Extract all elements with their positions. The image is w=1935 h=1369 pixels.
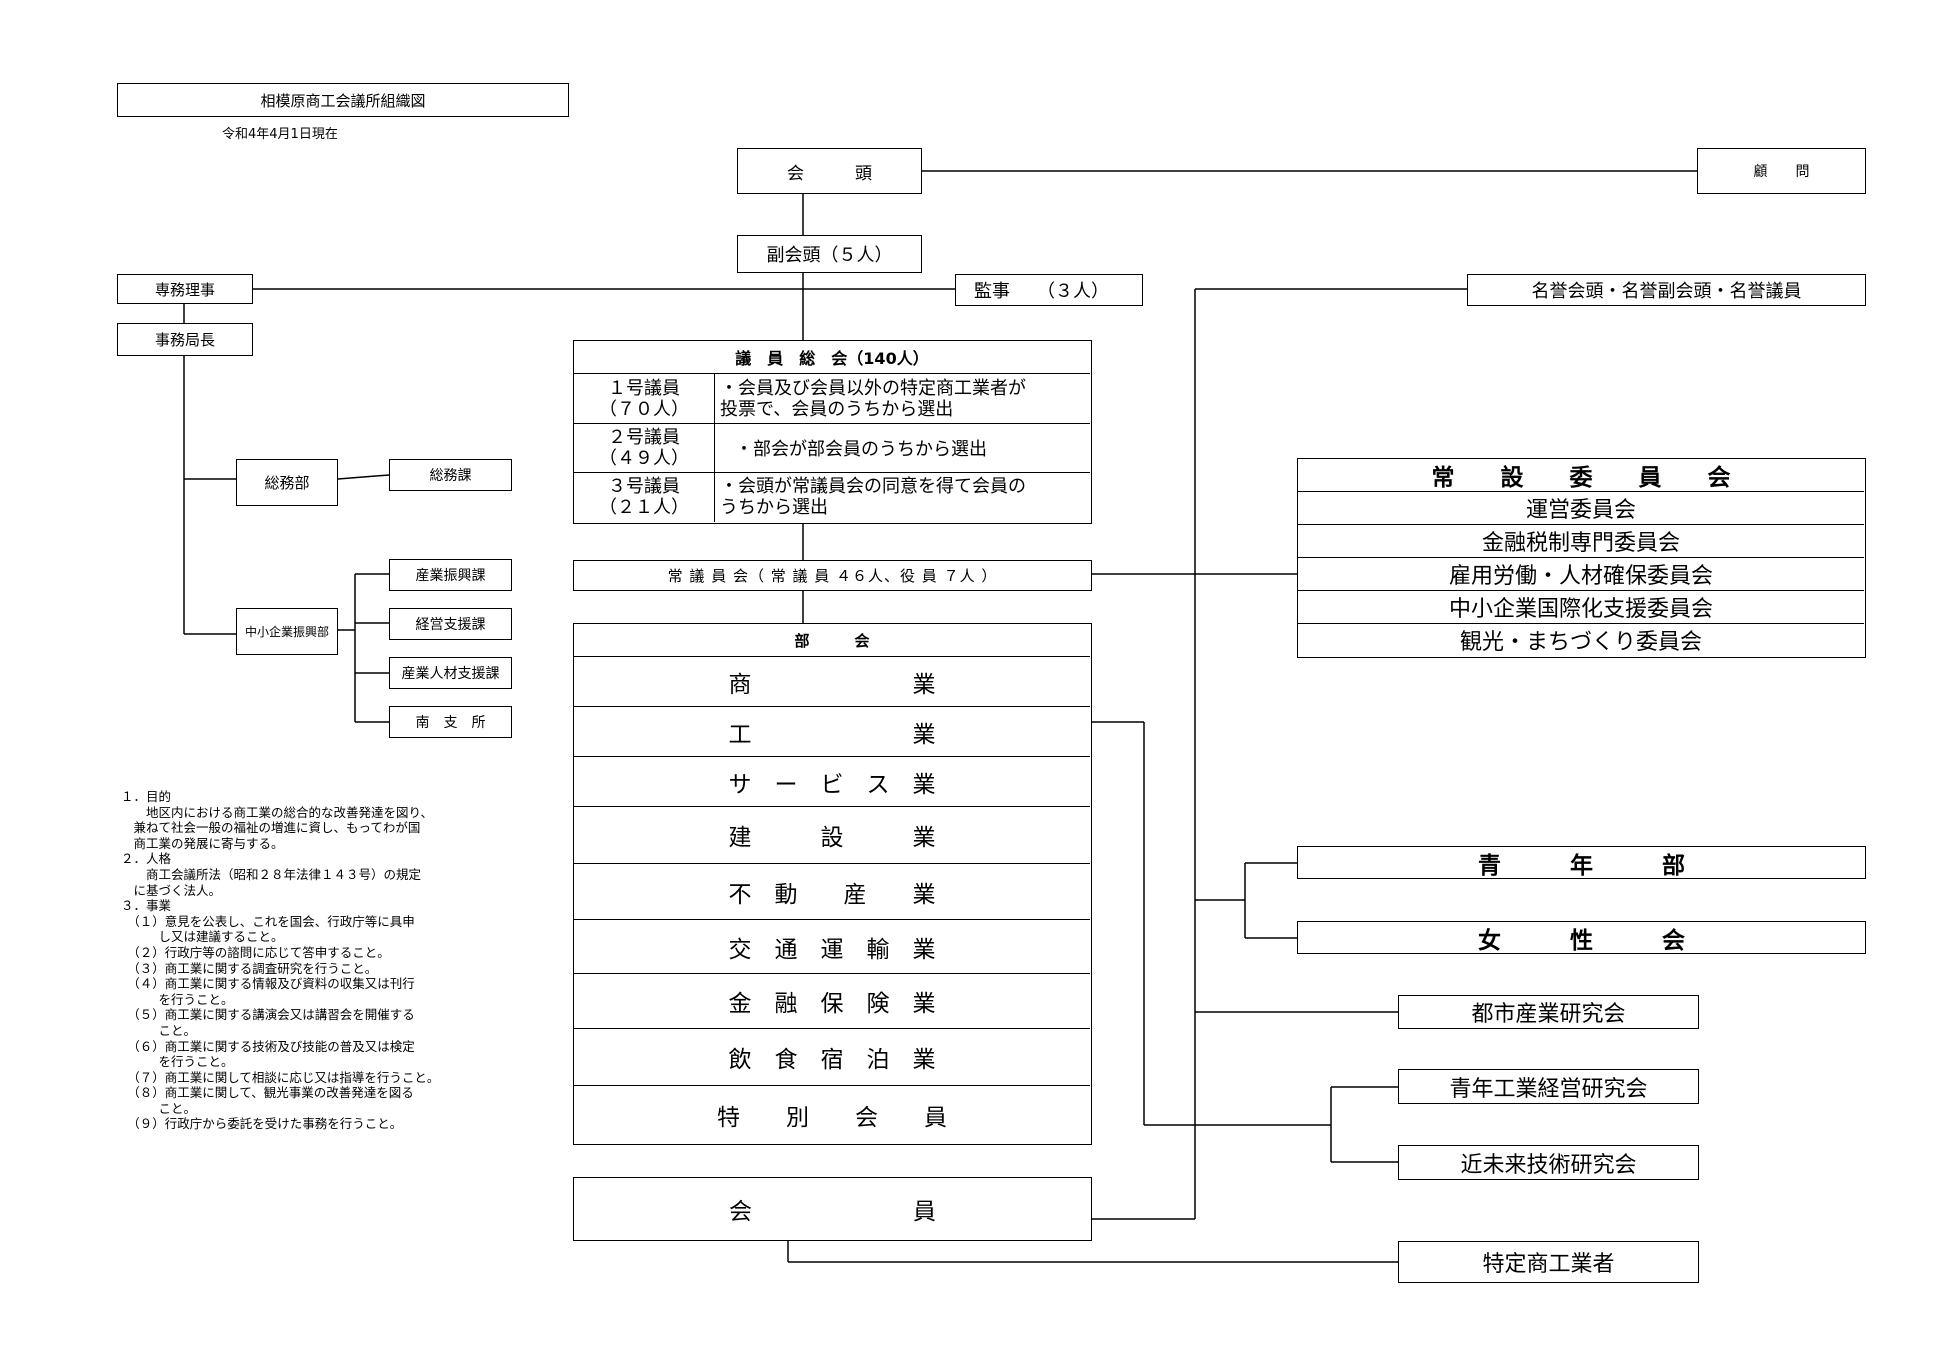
section-item: 交 通 運 輸 業 <box>574 920 1090 974</box>
note-line: （６）商工業に関する技術及び技能の普及又は検定 <box>121 1038 415 1054</box>
note-line: ２．人格 <box>121 851 172 867</box>
standing-council-box: 常 議 員 会（ 常 議 員 ４６人、役 員 ７人 ） <box>573 560 1092 591</box>
note-line: 地区内における商工業の総合的な改善発達を図り、 <box>121 804 434 820</box>
notes-block: １．目的 地区内における商工業の総合的な改善発達を図り、 兼ねて社会一般の福祉の… <box>121 789 521 1132</box>
assembly-member: ２号議員 <box>608 426 680 448</box>
assembly-member-count: （４９人） <box>599 447 689 469</box>
note-line: を行うこと。 <box>121 991 234 1007</box>
assembly-member-count: （７０人） <box>599 398 689 420</box>
note-line: 兼ねて社会一般の福祉の増進に資し、もってわが国 <box>121 820 421 836</box>
as-of-date: 令和4年4月1日現在 <box>222 127 338 142</box>
urban-industry-box: 都市産業研究会 <box>1398 995 1699 1029</box>
committees-header: 常 設 委 員 会 <box>1298 459 1864 492</box>
assembly-header: 議 員 総 会（140人） <box>574 341 1090 374</box>
section-item: 金 融 保 険 業 <box>574 974 1090 1029</box>
note-line: （３）商工業に関する調査研究を行うこと。 <box>121 960 378 976</box>
assembly-desc: 投票で、会員のうちから選出 <box>720 398 954 420</box>
sme-section-box: 産業人材支援課 <box>389 657 512 689</box>
youth-dept-box: 青 年 部 <box>1297 846 1866 879</box>
note-line: ３．事業 <box>121 898 172 914</box>
section-item: サ ー ビ ス 業 <box>574 757 1090 807</box>
assembly-desc-cell: ・会頭が常議員会の同意を得て会員の うちから選出 <box>715 472 1090 522</box>
note-line: （５）商工業に関する講演会又は講習会を開催する <box>121 1007 415 1023</box>
sections-header: 部 会 <box>574 624 1090 657</box>
general-affairs-dept-box: 総務部 <box>236 459 338 506</box>
advisor-box: 顧 問 <box>1697 148 1866 194</box>
note-line: を行うこと。 <box>121 1054 234 1070</box>
general-affairs-section-box: 総務課 <box>389 459 512 491</box>
executive-director-box: 専務理事 <box>117 274 253 304</box>
section-item: 飲 食 宿 泊 業 <box>574 1029 1090 1086</box>
committee-item: 観光・まちづくり委員会 <box>1459 630 1702 655</box>
future-tech-box: 近未来技術研究会 <box>1398 1145 1699 1180</box>
section-item: 建 設 業 <box>574 807 1090 864</box>
assembly-member: １号議員 <box>608 377 680 399</box>
note-line: 商工会議所法（昭和２８年法律１４３号）の規定 <box>121 866 422 882</box>
specified-merchants-box: 特定商工業者 <box>1398 1241 1699 1283</box>
assembly-row: １号議員 （７０人） ・会員及び会員以外の特定商工業者が 投票で、会員のうちから… <box>574 374 1090 424</box>
sme-section-box: 産業振興課 <box>389 559 512 591</box>
chairman-box: 会 頭 <box>737 148 922 194</box>
committee-item: 中小企業国際化支援委員会 <box>1298 591 1864 624</box>
general-assembly-table: 議 員 総 会（140人） １号議員 （７０人） ・会員及び会員以外の特定商工業… <box>573 340 1092 524</box>
young-industrial-box: 青年工業経営研究会 <box>1398 1069 1699 1104</box>
assembly-member-cell: ３号議員 （２１人） <box>574 472 715 522</box>
sme-dept-box: 中小企業振興部 <box>236 608 338 655</box>
assembly-desc-cell: ・会員及び会員以外の特定商工業者が 投票で、会員のうちから選出 <box>715 374 1090 423</box>
assembly-desc: ・会頭が常議員会の同意を得て会員の <box>720 476 1026 497</box>
note-line: （７）商工業に関して相談に応じ又は指導を行うこと。 <box>121 1069 440 1085</box>
assembly-member-count: （２１人） <box>599 497 689 518</box>
assembly-desc: ・会員及び会員以外の特定商工業者が <box>720 377 1026 399</box>
assembly-member: ３号議員 <box>608 476 680 497</box>
committee-item: 金融税制専門委員会 <box>1298 525 1864 558</box>
committee-item: 運営委員会 <box>1298 492 1864 525</box>
assembly-desc-cell: ・部会が部会員のうちから選出 <box>715 423 1090 472</box>
note-line: に基づく法人。 <box>121 882 222 898</box>
note-line: （９）行政庁から委託を受けた事務を行うこと。 <box>121 1116 403 1132</box>
members-box: 会 員 <box>573 1177 1092 1241</box>
note-line: し又は建議すること。 <box>121 929 284 945</box>
note-line: 商工業の発展に寄与する。 <box>121 835 284 851</box>
sme-section-box: 南 支 所 <box>389 706 512 738</box>
sections-table: 部 会 商 業 工 業 サ ー ビ ス 業 建 設 業 不 動 産 業 交 通 … <box>573 623 1092 1145</box>
assembly-member-cell: １号議員 （７０人） <box>574 374 715 423</box>
sme-section-box: 経営支援課 <box>389 608 512 640</box>
auditor-box: 監事 （３人） <box>955 274 1143 306</box>
assembly-desc: うちから選出 <box>720 497 828 518</box>
note-line: （１）意見を公表し、これを国会、行政庁等に具申 <box>121 913 415 929</box>
assembly-desc: ・部会が部会員のうちから選出 <box>735 438 987 460</box>
section-item: 不 動 産 業 <box>574 864 1090 920</box>
assembly-member-cell: ２号議員 （４９人） <box>574 423 715 472</box>
note-line: （８）商工業に関して、観光事業の改善発達を図る <box>121 1085 414 1101</box>
honorary-box: 名誉会頭・名誉副会頭・名誉議員 <box>1467 274 1866 306</box>
section-item: 特 別 会 員 <box>717 1104 947 1131</box>
section-item: 商 業 <box>574 657 1090 707</box>
assembly-row: ３号議員 （２１人） ・会頭が常議員会の同意を得て会員の うちから選出 <box>574 472 1090 522</box>
note-line: こと。 <box>121 1022 197 1038</box>
standing-committees-table: 常 設 委 員 会 運営委員会 金融税制専門委員会 雇用労働・人材確保委員会 中… <box>1297 458 1866 658</box>
secretary-general-box: 事務局長 <box>117 323 253 356</box>
women-assoc-box: 女 性 会 <box>1297 921 1866 954</box>
section-item: 工 業 <box>574 707 1090 757</box>
note-line: １．目的 <box>121 789 172 804</box>
note-line: （４）商工業に関する情報及び資料の収集又は刊行 <box>121 976 415 992</box>
note-line: こと。 <box>121 1100 197 1116</box>
chart-title: 相模原商工会議所組織図 <box>117 83 569 117</box>
committee-item: 雇用労働・人材確保委員会 <box>1298 558 1864 591</box>
note-line: （２）行政庁等の諮問に応じて答申すること。 <box>121 944 390 960</box>
assembly-row: ２号議員 （４９人） ・部会が部会員のうちから選出 <box>574 423 1090 473</box>
vice-chairman-box: 副会頭（５人） <box>737 235 922 273</box>
